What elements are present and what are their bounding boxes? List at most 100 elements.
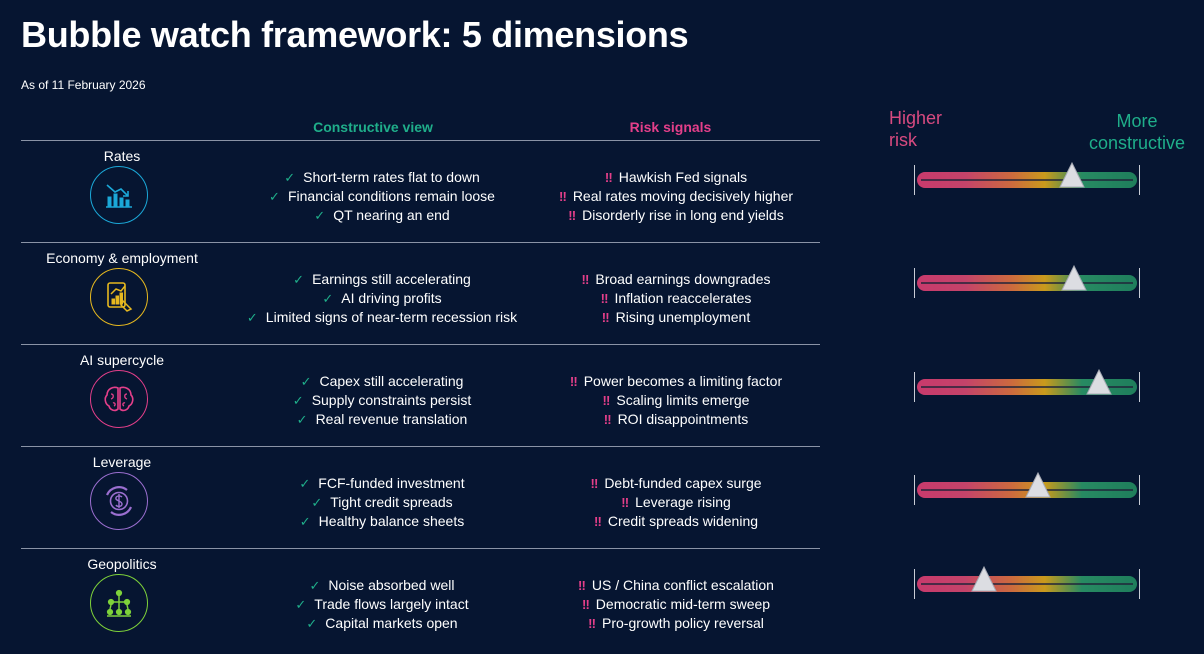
risk-item: ‼Hawkish Fed signals [526, 168, 826, 187]
brain-icon [90, 370, 148, 428]
as-of-date: As of 11 February 2026 [21, 78, 146, 92]
risk-item-text: ROI disappointments [617, 411, 749, 427]
dimension-row: Economy & employment ✓ Earnings still acce… [21, 243, 820, 345]
dimension-label: Economy & employment [46, 250, 198, 266]
constructive-item: ✓Real revenue translation [234, 410, 530, 429]
higher-risk-legend: Higher risk [889, 107, 942, 151]
warning-icon: ‼ [603, 412, 612, 427]
risk-gauge [914, 264, 1140, 298]
constructive-list: ✓ FCF-funded investment ✓ Tight credit spre… [234, 474, 530, 531]
page-title: Bubble watch framework: 5 dimensions [21, 14, 689, 55]
gauge-marker-icon [1061, 264, 1088, 291]
risk-item-text: US / China conflict escalation [591, 577, 774, 593]
constructive-item: ✓Capex still accelerating [234, 372, 530, 391]
divider [21, 344, 820, 345]
constructive-item: ✓Capital markets open [234, 614, 530, 633]
risk-signals-header: Risk signals [629, 119, 712, 135]
check-icon: ✓ [306, 616, 318, 631]
risk-item: ‼Pro-growth policy reversal [526, 614, 826, 633]
gauge-marker-icon [971, 565, 997, 592]
gauge-right-tick [1139, 569, 1140, 599]
dimension-label: AI supercycle [79, 352, 165, 368]
risk-item-text: Real rates moving decisively higher [572, 188, 794, 204]
risk-gauge [914, 161, 1140, 195]
check-icon: ✓ [311, 495, 323, 510]
higher-risk-legend-line1: Higher [889, 108, 943, 128]
gauge-marker-icon [1025, 471, 1052, 498]
risk-list: ‼Debt-funded capex surge‼Leverage rising… [526, 474, 826, 531]
constructive-item-text: Limited signs of near-term recession ris… [265, 309, 518, 325]
dimension-row: Geopolitics✓Noise absorbed well✓Trade fl… [21, 549, 820, 651]
divider [21, 242, 820, 243]
gauge-marker-icon [1086, 368, 1113, 395]
risk-item: ‼Scaling limits emerge [526, 391, 826, 410]
warning-icon: ‼ [593, 514, 602, 529]
risk-item: ‼Leverage rising [526, 493, 826, 512]
gauge-center-line [921, 489, 1133, 491]
risk-item-text: Broad earnings downgrades [595, 271, 771, 287]
check-icon: ✓ [295, 597, 307, 612]
risk-item: ‼Rising unemployment [526, 308, 826, 327]
constructive-item: ✓ Short-term rates flat to down [234, 168, 530, 187]
constructive-item-text: FCF-funded investment [318, 475, 465, 491]
constructive-item-text: Earnings still accelerating [312, 271, 471, 287]
gauge-center-line [921, 179, 1133, 181]
dimension-row: Leverage✓FCF-funded investment✓Tight cre… [21, 447, 820, 549]
risk-item-text: Democratic mid-term sweep [595, 596, 771, 612]
constructive-item: ✓QT nearing an end [234, 206, 530, 225]
check-icon: ✓ [314, 208, 326, 223]
constructive-item-text: Supply constraints persist [311, 392, 472, 408]
constructive-item: ✓Healthy balance sheets [234, 512, 530, 531]
constructive-item: ✓Supply constraints persist [234, 391, 530, 410]
risk-item: ‼ Debt-funded capex surge [526, 474, 826, 493]
check-icon: ✓ [269, 189, 280, 204]
constructive-item-text: Real revenue translation [315, 411, 468, 427]
risk-item-text: Inflation reaccelerates [614, 290, 752, 306]
constructive-item: ✓ Tight credit spreads [234, 493, 530, 512]
risk-item-text: Disorderly rise in long end yields [582, 207, 784, 223]
more-constructive-legend-line1: More [1116, 111, 1158, 131]
warning-icon: ‼ [581, 272, 590, 287]
check-icon: ✓ [246, 310, 258, 325]
constructive-list: ✓Earnings still accelerating✓AI driving … [234, 270, 530, 327]
gauge-right-tick [1139, 372, 1140, 402]
warning-icon: ‼ [558, 189, 567, 204]
risk-gauge [914, 368, 1140, 402]
constructive-list: ✓Noise absorbed well✓Trade flows largely… [234, 576, 530, 633]
dimension-row: AI supercycle ✓Capex still accelerating✓S… [21, 345, 820, 447]
risk-list: ‼Hawkish Fed signals ‼ Real rates moving d… [526, 168, 826, 225]
constructive-item-text: Financial conditions remain loose [287, 188, 495, 204]
warning-icon: ‼ [590, 476, 598, 491]
risk-list: ‼Power becomes a limiting factor‼Scaling… [526, 372, 826, 429]
risk-item: ‼Inflation reaccelerates [526, 289, 826, 308]
risk-item: ‼ Credit spreads widening [526, 512, 826, 531]
dimension-label: Rates [103, 148, 141, 164]
dimension-row: Rates ✓ Short-term rates flat to down ✓ Fina… [21, 141, 820, 243]
constructive-item-text: Short-term rates flat to down [303, 169, 480, 185]
risk-item-text: Credit spreads widening [607, 513, 759, 529]
higher-risk-legend-line2: risk [889, 130, 917, 150]
dollar-cycle-icon [90, 472, 148, 530]
constructive-item: ✓ Limited signs of near-term recession ri… [234, 308, 530, 327]
gauge-left-tick [914, 569, 915, 599]
constructive-item-text: AI driving profits [341, 290, 442, 306]
growth-report-icon [90, 268, 148, 326]
warning-icon: ‼ [581, 597, 590, 612]
more-constructive-legend-line2: constructive [1088, 133, 1186, 153]
constructive-item: ✓Trade flows largely intact [234, 595, 530, 614]
constructive-view-header: Constructive view [313, 119, 433, 135]
gauge-left-tick [914, 475, 915, 505]
risk-item-text: Leverage rising [635, 494, 731, 510]
gauge-center-line [921, 386, 1133, 388]
warning-icon: ‼ [578, 578, 586, 593]
risk-item-text: Hawkish Fed signals [618, 169, 748, 185]
risk-item: ‼Power becomes a limiting factor [526, 372, 826, 391]
divider [21, 446, 820, 447]
risk-item-text: Debt-funded capex surge [604, 475, 762, 491]
constructive-item: ✓AI driving profits [234, 289, 530, 308]
check-icon: ✓ [299, 514, 311, 529]
check-icon: ✓ [284, 170, 296, 185]
constructive-item-text: Tight credit spreads [330, 494, 453, 510]
check-icon: ✓ [293, 272, 305, 287]
more-constructive-legend: More constructive [1078, 110, 1196, 154]
